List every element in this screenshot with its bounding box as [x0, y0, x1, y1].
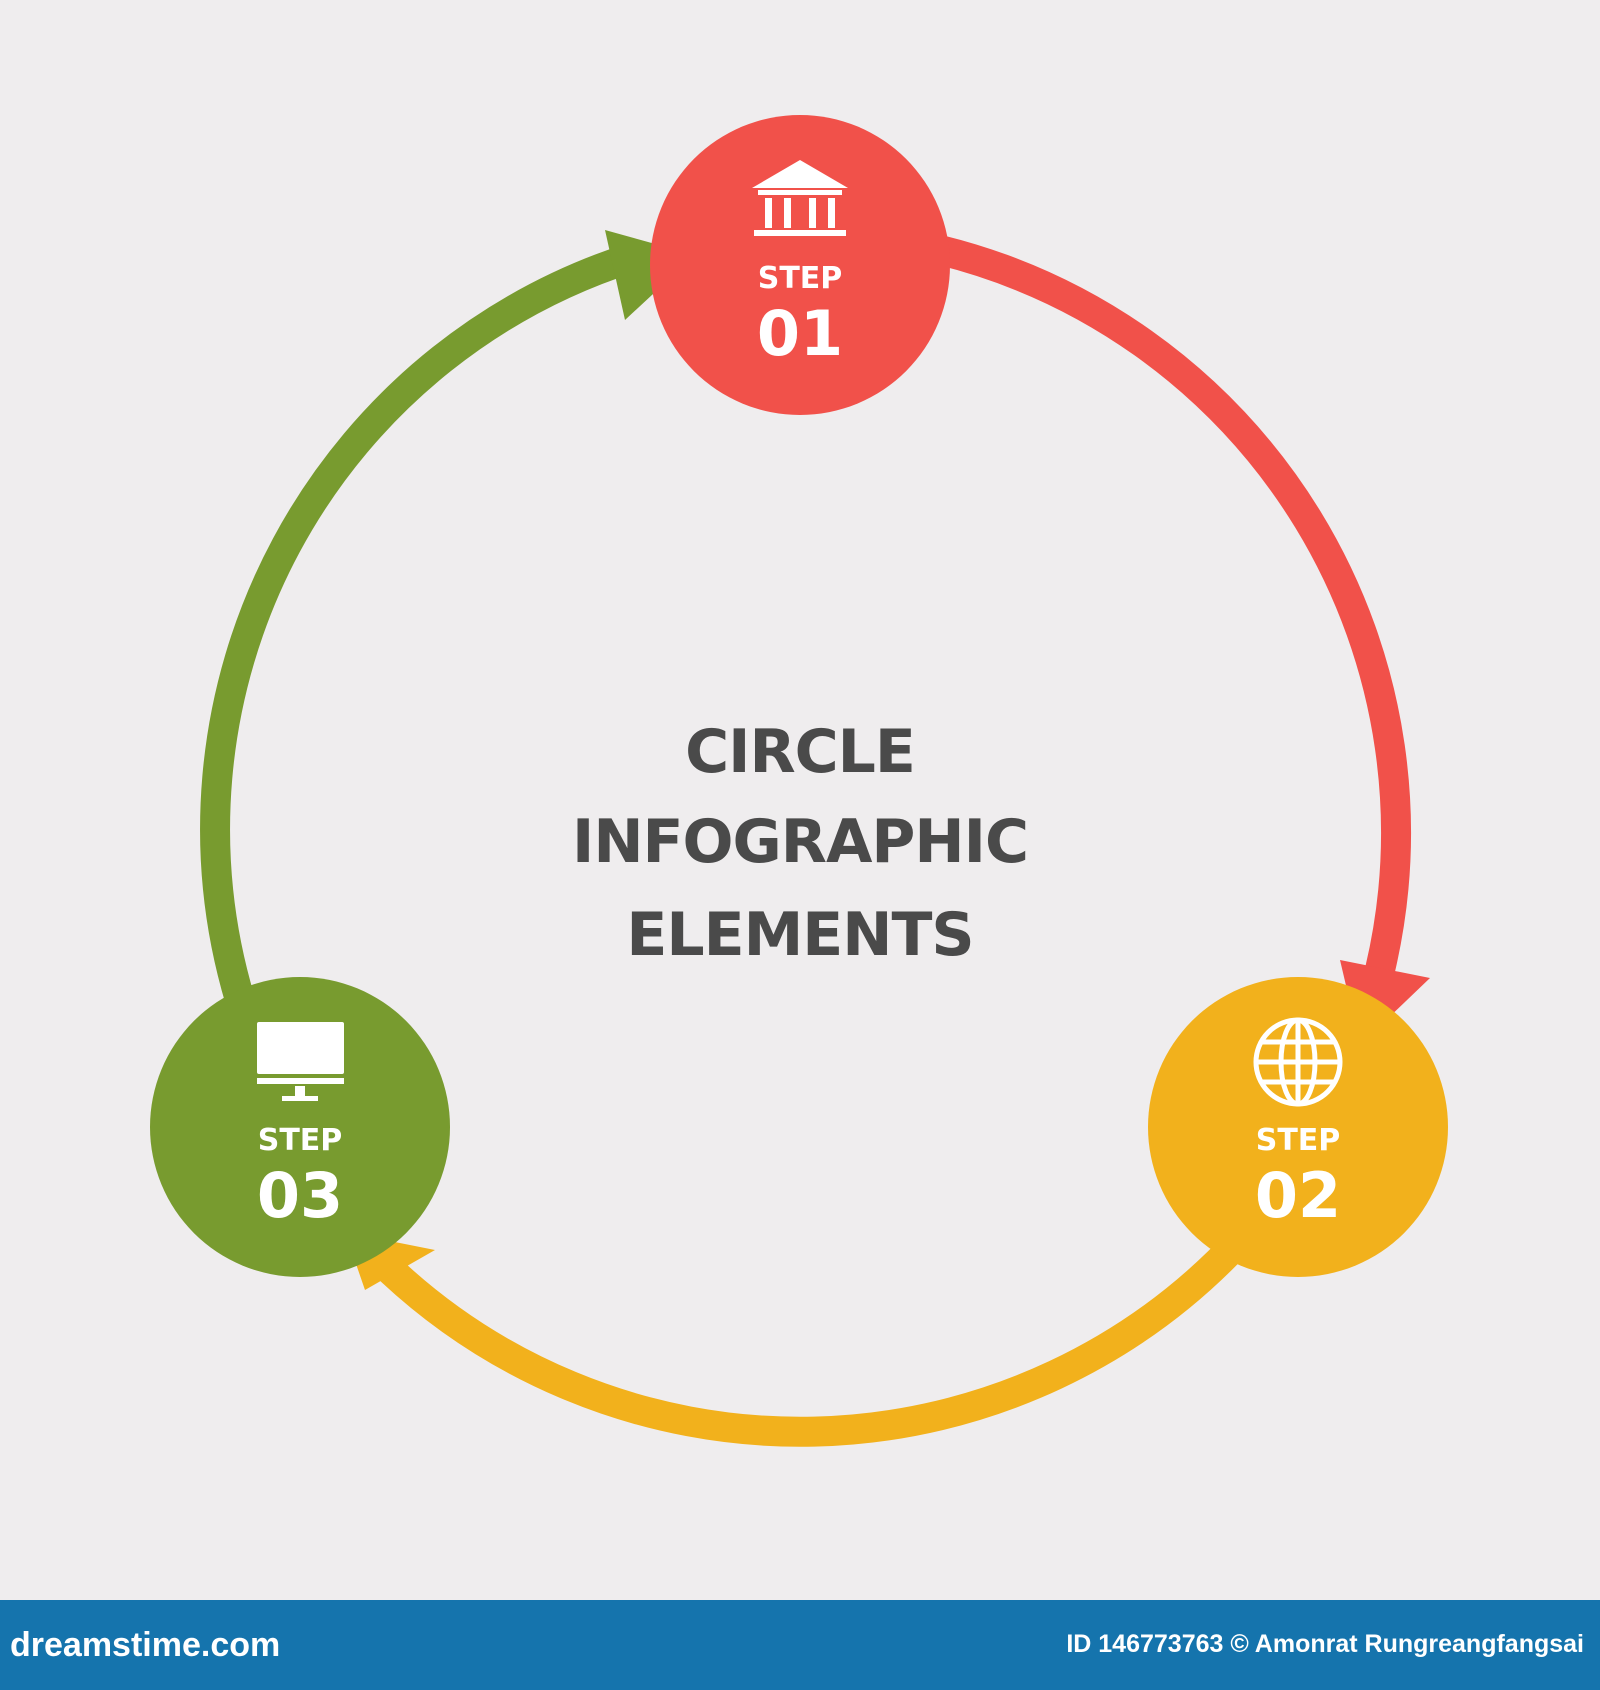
- step-01-circle: [650, 115, 950, 415]
- arrow-arc-step3-to-step1: [200, 240, 645, 1005]
- arrow-arc-step2-to-step3: [369, 1229, 1251, 1447]
- monitor-icon: [257, 1022, 344, 1101]
- step-02-number: 02: [1255, 1159, 1341, 1232]
- step-01-number: 01: [757, 297, 843, 370]
- step-01-label: STEP: [758, 261, 843, 296]
- step-03-label: STEP: [258, 1123, 343, 1158]
- cycle-diagram: STEP 01 STEP 02: [150, 115, 1448, 1447]
- title-line-1: CIRCLE: [685, 717, 915, 787]
- bank-icon: [752, 160, 848, 236]
- infographic-canvas: STEP 01 STEP 02: [150, 115, 1448, 1447]
- step-03-number: 03: [257, 1159, 343, 1232]
- step-02-label: STEP: [1256, 1123, 1341, 1158]
- footer-credit: ID 146773763 © Amonrat Rungreangfangsai: [1066, 1630, 1584, 1658]
- footer-bar: dreamstime.com ID 146773763 © Amonrat Ru…: [0, 1600, 1600, 1690]
- center-title: CIRCLE INFOGRAPHIC ELEMENTS: [572, 717, 1029, 970]
- step-03-circle: [150, 977, 450, 1277]
- globe-icon: [1253, 1017, 1343, 1107]
- footer-brand[interactable]: dreamstime.com: [10, 1626, 281, 1664]
- step-02: STEP 02: [1148, 977, 1448, 1277]
- arrow-arc-step1-to-step2: [936, 235, 1411, 974]
- step-02-circle: [1148, 977, 1448, 1277]
- step-01: STEP 01: [650, 115, 950, 415]
- step-03: STEP 03: [150, 977, 450, 1277]
- title-line-2: INFOGRAPHIC: [572, 807, 1028, 877]
- title-line-3: ELEMENTS: [626, 900, 973, 970]
